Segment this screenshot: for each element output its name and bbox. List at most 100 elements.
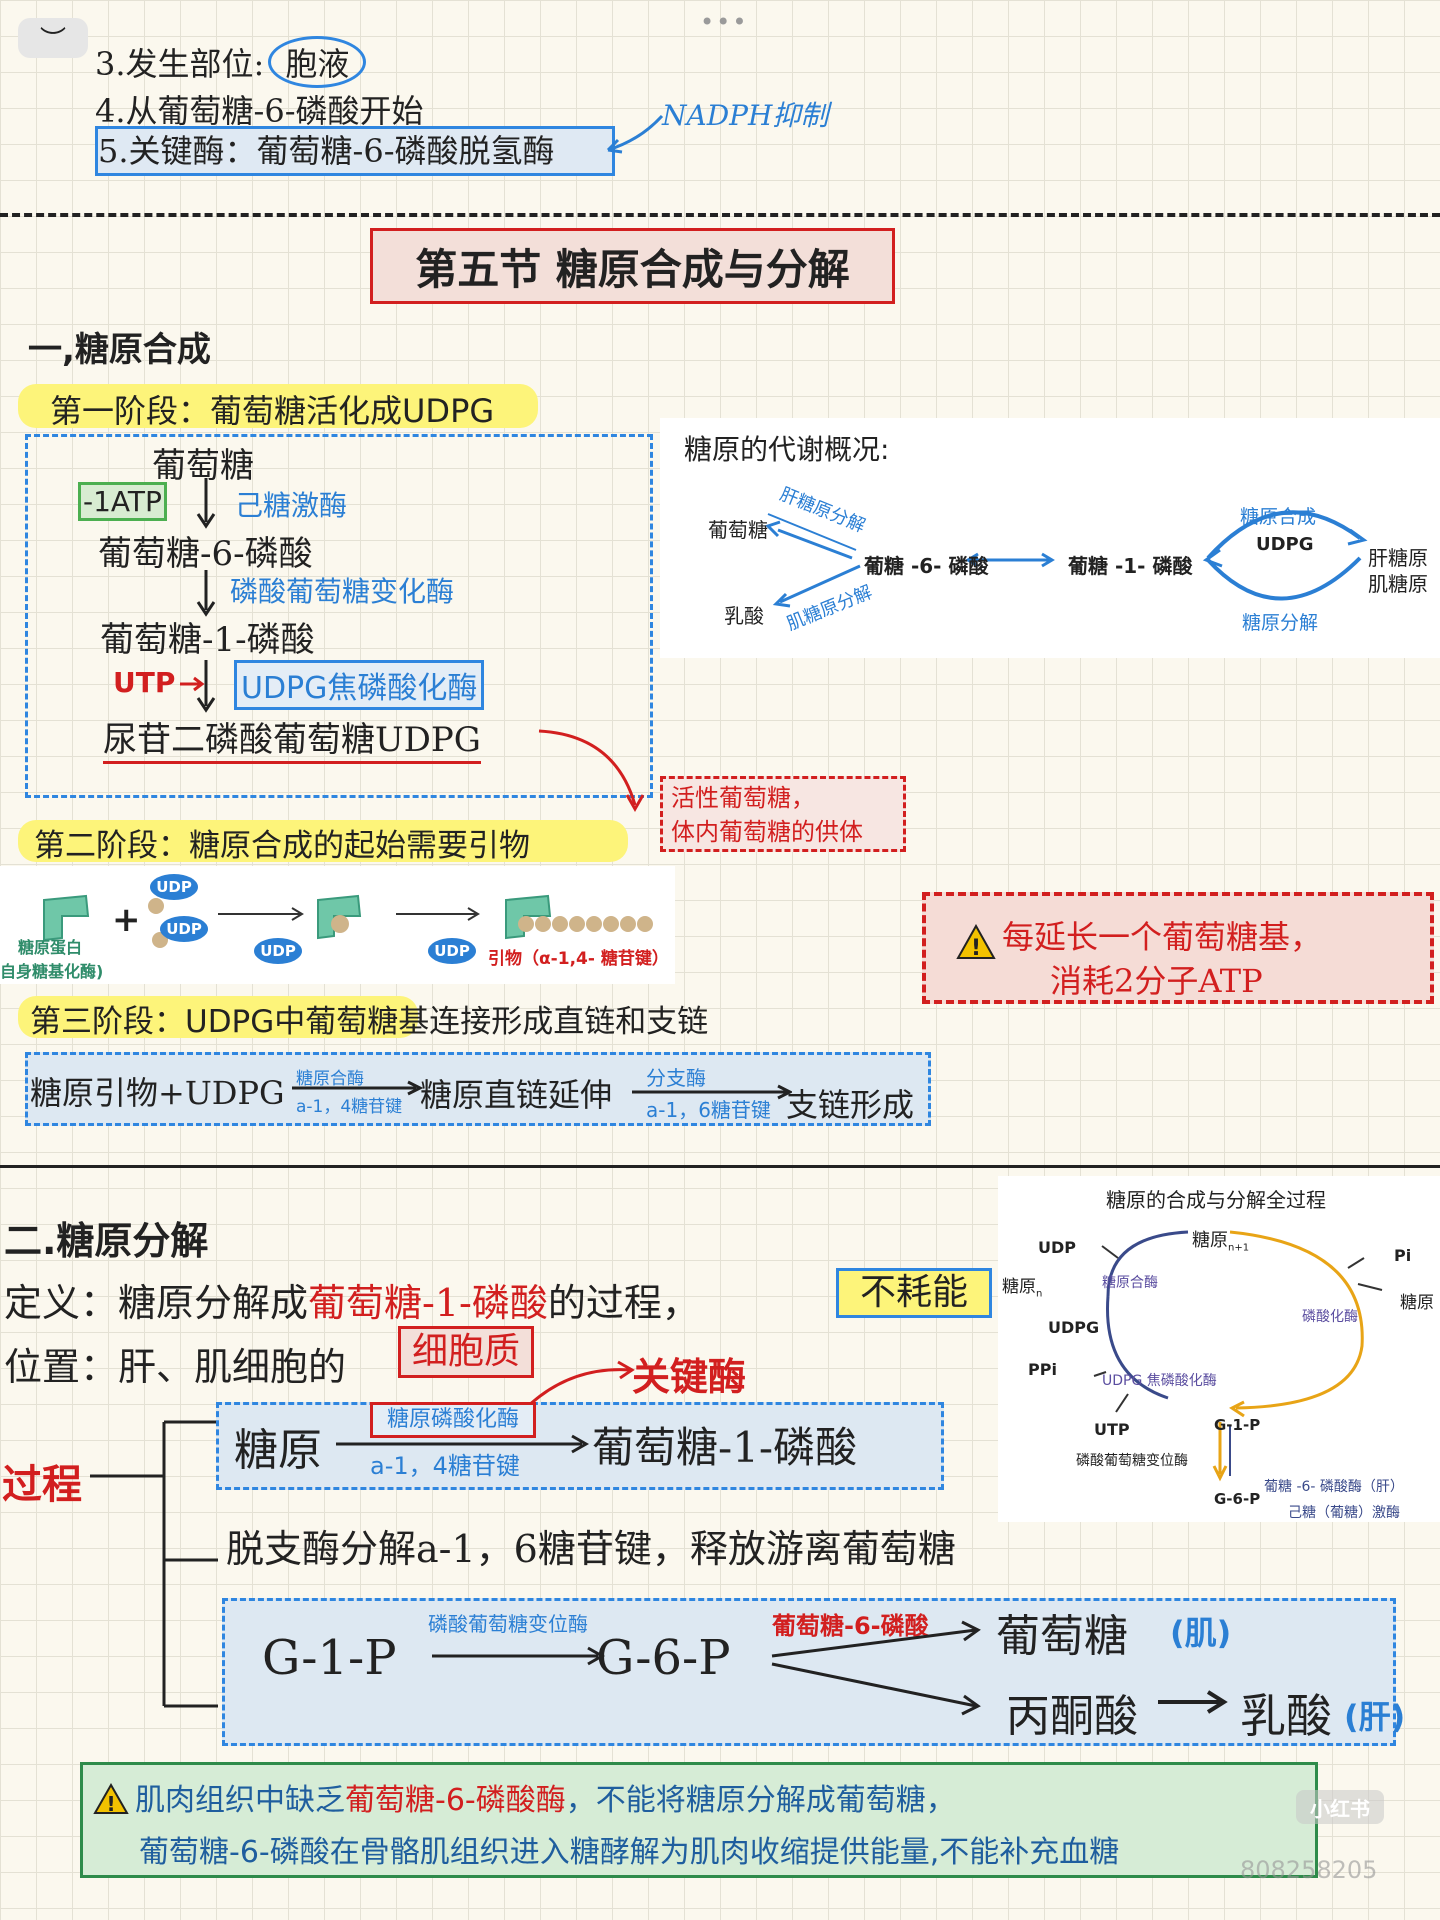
fp-g1p: G-1-P [1214,1416,1261,1434]
collapse-button[interactable]: ︶ [18,18,88,58]
fp-g6p: G-6-P [1214,1490,1261,1508]
path-mutase: 磷酸葡萄糖变位酶 [428,1612,588,1636]
warning-icon-2: ! [93,1783,129,1815]
path-g6pase: 葡萄糖-6-磷酸 [772,1612,929,1640]
stage2-title: 第二阶段：糖原合成的起始需要引物 [34,828,530,864]
ov-g1p: 葡糖 -1- 磷酸 [1068,554,1193,578]
dec-glycogen: 糖原 [234,1425,322,1476]
fp-glycogen-n: 糖原n [1002,1277,1043,1300]
primer-diagram: UDP UDP UDP UDP + 糖原蛋白 自身糖基化酶) 引物（α-1,4-… [0,866,675,984]
path-arrow-1 [432,1646,606,1666]
s1-arrows [180,478,216,713]
process-bracket [90,1420,218,1708]
s3-primer: 糖原引物+UDPG [30,1074,285,1112]
fp-hexokinase: 己糖（葡糖）激酶 [1288,1505,1400,1521]
stage1-highlight [18,384,538,428]
path-pyruvate: 丙酮酸 [1006,1691,1138,1742]
path-g6p: G-6-P [596,1630,731,1686]
protein-label-2: 自身糖基化酶) [0,962,104,981]
udp-bubble-2: UDP [160,916,208,942]
fp-utp: UTP [1094,1420,1130,1439]
udp-bubble-3: UDP [254,938,302,964]
s1-atp: -1ATP [78,482,167,521]
debranch-line: 脱支酶分解a-1，6糖苷键，释放游离葡萄糖 [226,1527,956,1571]
s1-utp: UTP [113,666,176,699]
stage2-highlight [18,820,628,862]
fp-udp: UDP [1038,1238,1076,1257]
cytoplasm-box: 细胞质 [398,1326,534,1378]
watermark-id: 808258205 [1240,1856,1378,1884]
path-g1p: G-1-P [262,1630,397,1686]
path-lactate: 乳酸 [1240,1689,1332,1743]
fp-title: 糖原的合成与分解全过程 [1106,1188,1326,1212]
fp-synthase: 糖原合酶 [1102,1275,1158,1291]
divider-dashed [0,213,1440,217]
ov-liver-glycogen: 肝糖原 [1368,546,1428,570]
ov-g6p: 葡糖 -6- 磷酸 [864,554,989,578]
overview-diagram: 糖原的代谢概况: 葡萄糖 乳酸 肝糖原分解 肌糖原分解 葡糖 -6- 磷酸 葡糖… [660,418,1440,658]
nadph-note: NADPH抑制 [662,99,829,132]
key-enzyme-label: 关键酶 [632,1355,747,1399]
nadph-arrow [606,114,664,154]
dec-arrow-1 [336,1434,590,1454]
stage1-title: 第一阶段：葡萄糖活化成UDPG [50,392,495,430]
active-glucose-note: 活性葡萄糖， 体内葡萄糖的供体 [660,776,906,852]
dec-g1p-result: 葡萄糖-1-磷酸 [592,1423,858,1472]
line-5-key-enzyme: 5.关键酶：葡萄糖-6-磷酸脱氢酶 [95,126,615,176]
overview-title: 糖原的代谢概况: [684,433,890,466]
bottom-note-line2: 葡萄糖-6-磷酸在骨骼肌组织进入糖酵解为肌肉收缩提供能量,不能补充血糖 [139,1835,1120,1870]
phosphorylase-enzyme: 糖原磷酸化酶 [370,1402,536,1438]
stage1-box [25,434,653,798]
s3-arrows [292,1080,792,1100]
primer-label: 引物（α-1,4- 糖苷键） [488,949,669,969]
stage3-highlight [18,996,418,1038]
s3-enzyme-a: 糖原合酶 [296,1069,364,1089]
ov-lactate: 乳酸 [724,604,764,628]
path-glucose: 葡萄糖 [996,1611,1128,1662]
warning-icon: ! [956,924,996,960]
fp-pi: Pi [1394,1246,1412,1265]
divider-solid [0,1165,1440,1168]
key-enzyme-arrow [524,1360,635,1410]
circled-cytosol: 胞液 [268,36,367,88]
udp-bubble-1: UDP [150,874,198,900]
definition-line: 定义：糖原分解成葡萄糖-1-磷酸的过程， [4,1281,700,1325]
protein-label-1: 糖原蛋白 [18,938,83,957]
s3-chain: 糖原直链延伸 [420,1076,613,1114]
full-process-diagram: 糖原的合成与分解全过程 糖原n+1 糖原n UDP Pi 糖原 糖原合酶 磷酸化… [998,1176,1440,1522]
fp-glycogen-r: 糖原 [1400,1293,1434,1313]
fp-mutase: 磷酸葡萄糖变位酶 [1076,1453,1188,1469]
fp-ppi: PPi [1028,1360,1057,1379]
svg-text:!: ! [106,1792,115,1815]
s3-enzyme-b: 分支酶 [646,1066,706,1090]
more-dots-icon[interactable]: ••• [700,8,749,36]
s1-enzyme1: 己糖激酶 [235,489,348,522]
fp-udpg: UDPG [1048,1318,1100,1337]
path-arrow-lactate [1158,1690,1228,1714]
muscle-tag: (肌) [1170,1614,1232,1652]
ov-synth: 糖原合成 [1240,506,1317,528]
decomposition-heading: 二.糖原分解 [4,1219,209,1263]
liver-tag: (肝) [1344,1698,1406,1736]
ov-decomp: 糖原分解 [1242,612,1319,634]
dec-bond: a-1，4糖苷键 [370,1452,520,1480]
stage3-box [25,1052,931,1126]
section-title: 第五节 糖原合成与分解 [370,228,895,304]
s1-udpg: 尿苷二磷酸葡萄糖UDPG [103,712,481,764]
atp-note-line2: 消耗2分子ATP [1050,962,1263,1000]
fp-g6pase: 葡糖 -6- 磷酸酶（肝） [1264,1479,1404,1495]
fp-udpg-enzyme: UDPG 焦磷酸化酶 [1102,1373,1217,1389]
path-branch-arrows [771,1620,981,1716]
udpg-to-note-arrow [538,729,645,813]
no-energy-box: 不耗能 [836,1268,992,1318]
ov-udpg: UDPG [1256,534,1314,555]
s1-enzyme2: 磷酸葡萄糖变化酶 [230,575,455,608]
svg-text:!: ! [971,936,981,960]
ov-glucose: 葡萄糖 [708,518,768,542]
ov-muscle-glycogen: 肌糖原 [1368,572,1428,596]
bottom-note-line1: 肌肉组织中缺乏葡萄糖-6-磷酸酶，不能将糖原分解成葡萄糖， [135,1783,956,1818]
watermark-logo: 小红书 [1296,1790,1384,1824]
chevron-down-icon: ︶ [39,25,66,56]
synthesis-heading: 一,糖原合成 [28,330,211,370]
line-3: 3.发生部位:胞液 [95,36,367,88]
